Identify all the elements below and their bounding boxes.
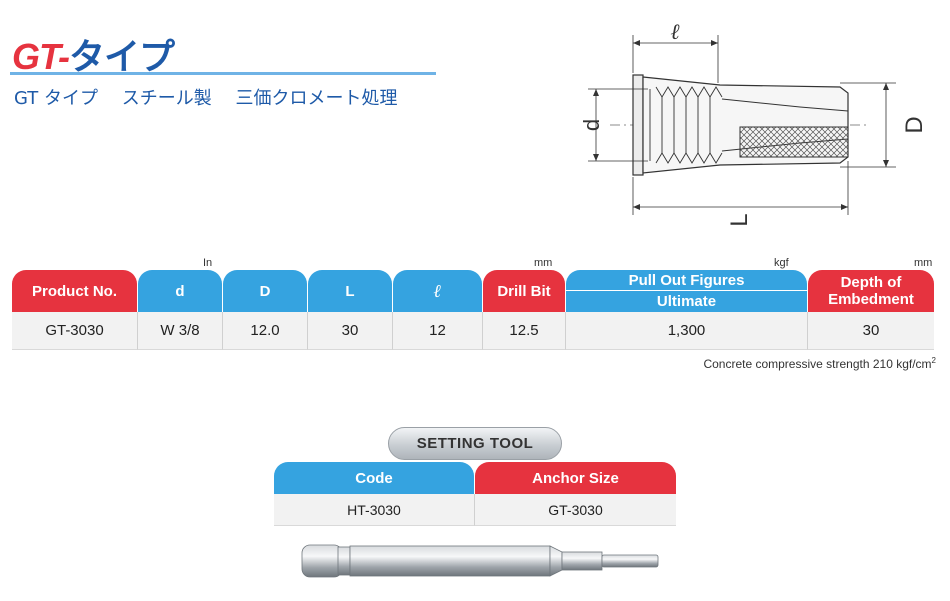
page-title: GT-タイプ: [12, 28, 175, 80]
cell-L: 30: [308, 312, 393, 350]
cell-d: W 3/8: [138, 312, 223, 350]
header-pull-out-ultimate: Ultimate: [656, 293, 717, 310]
cell-D: 12.0: [223, 312, 308, 350]
setting-tool-image: [301, 544, 659, 578]
page-subtitle: GT タイプ スチール製 三価クロメート処理: [14, 88, 398, 109]
tool-header-anchor: Anchor Size: [475, 462, 676, 494]
strength-note: Concrete compressive strength 210 kgf/cm…: [703, 356, 936, 371]
header-depth: Depth of Embedment: [808, 270, 934, 312]
tool-cell-code: HT-3030: [274, 494, 475, 526]
setting-tool-badge: SETTING TOOL: [388, 427, 562, 460]
cell-product: GT-3030: [12, 312, 138, 350]
dim-d-label: d: [579, 119, 604, 131]
anchor-diagram: ℓ d D L: [579, 20, 928, 227]
tool-cell-anchor: GT-3030: [475, 494, 676, 526]
tool-header-code: Code: [274, 462, 474, 494]
header-l: ℓ: [393, 270, 482, 312]
header-d: d: [138, 270, 222, 312]
unit-in: In: [203, 257, 213, 269]
cell-l: 12: [393, 312, 483, 350]
dim-D-label: D: [901, 116, 928, 133]
unit-kgf: kgf: [774, 257, 789, 269]
header-drill-bit: Drill Bit: [483, 270, 565, 312]
title-underline: [10, 72, 436, 75]
header-pull-out-figures: Pull Out Figures: [566, 270, 807, 291]
strength-note-text: Concrete compressive strength 210 kgf/cm: [703, 357, 932, 371]
cell-drill-bit: 12.5: [483, 312, 566, 350]
header-pull-out: Pull Out Figures Ultimate: [566, 270, 807, 312]
header-product: Product No.: [12, 270, 137, 312]
header-D: D: [223, 270, 307, 312]
title-prefix: GT-: [12, 36, 70, 77]
cell-depth: 30: [808, 312, 934, 350]
strength-note-sup: 2: [931, 356, 936, 365]
title-suffix: タイプ: [69, 37, 175, 78]
unit-mm-depth: mm: [914, 257, 933, 269]
dim-l-label: ℓ: [670, 20, 680, 45]
dim-L-label: L: [726, 213, 753, 226]
unit-mm-drill: mm: [534, 257, 553, 269]
cell-pull-out: 1,300: [566, 312, 808, 350]
header-L: L: [308, 270, 392, 312]
